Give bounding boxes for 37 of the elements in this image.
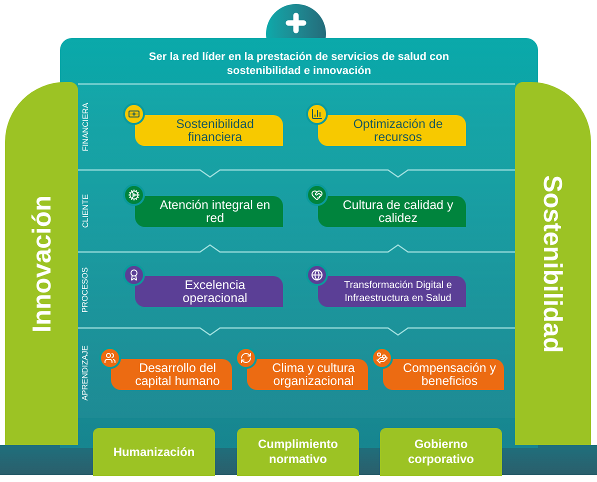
objective-box <box>318 196 466 227</box>
objective-label: Excelencia operacional <box>182 278 248 304</box>
objective-label: Optimización de recursos <box>352 118 444 144</box>
perspective-band <box>78 84 515 170</box>
perspective-label: PROCESOS <box>82 267 90 313</box>
perspective-band <box>78 328 515 418</box>
perspective-band <box>78 170 515 252</box>
foundation-label: Gobierno corporativo <box>406 437 475 467</box>
perspective-label: FINANCIERA <box>82 102 90 152</box>
objective-box <box>318 115 466 146</box>
objective-label: Clima y cultura organizacional <box>271 362 356 388</box>
objective-box <box>383 359 504 390</box>
objective-label: Cultura de calidad y calidez <box>342 198 454 224</box>
foundation-label: Cumplimiento normativo <box>257 437 339 467</box>
objective-label: Sostenibilidad financiera <box>175 118 255 144</box>
pillar <box>515 82 591 445</box>
objective-box <box>318 276 466 307</box>
perspective-label: CLIENTE <box>82 194 90 228</box>
pillar-label: Sostenibilidad <box>540 174 566 352</box>
pillar <box>5 82 78 445</box>
perspective-band <box>78 252 515 328</box>
objective-box <box>135 115 283 146</box>
objective-box <box>135 276 283 307</box>
mission-statement: Ser la red líder en la prestación de servicios de salud con sostenibilidad e innovación <box>148 50 450 78</box>
objective-label: Compensación y beneficios <box>402 362 498 388</box>
foundation-box <box>93 428 215 476</box>
perspective-label: APRENDIZAJE <box>82 345 90 401</box>
objective-box <box>135 196 283 227</box>
objective-label: Desarrollo del capital humano <box>134 362 221 388</box>
foundation-box <box>237 428 359 476</box>
objective-box <box>247 359 368 390</box>
objective-box <box>111 359 232 390</box>
pillar-label: Innovación <box>28 194 54 332</box>
objective-label: Atención integral en red <box>158 198 272 224</box>
foundation-box <box>380 428 502 476</box>
objective-label: Transformación Digital e Infraestructura en Salud <box>342 278 453 304</box>
foundation-label: Humanización <box>113 444 195 460</box>
